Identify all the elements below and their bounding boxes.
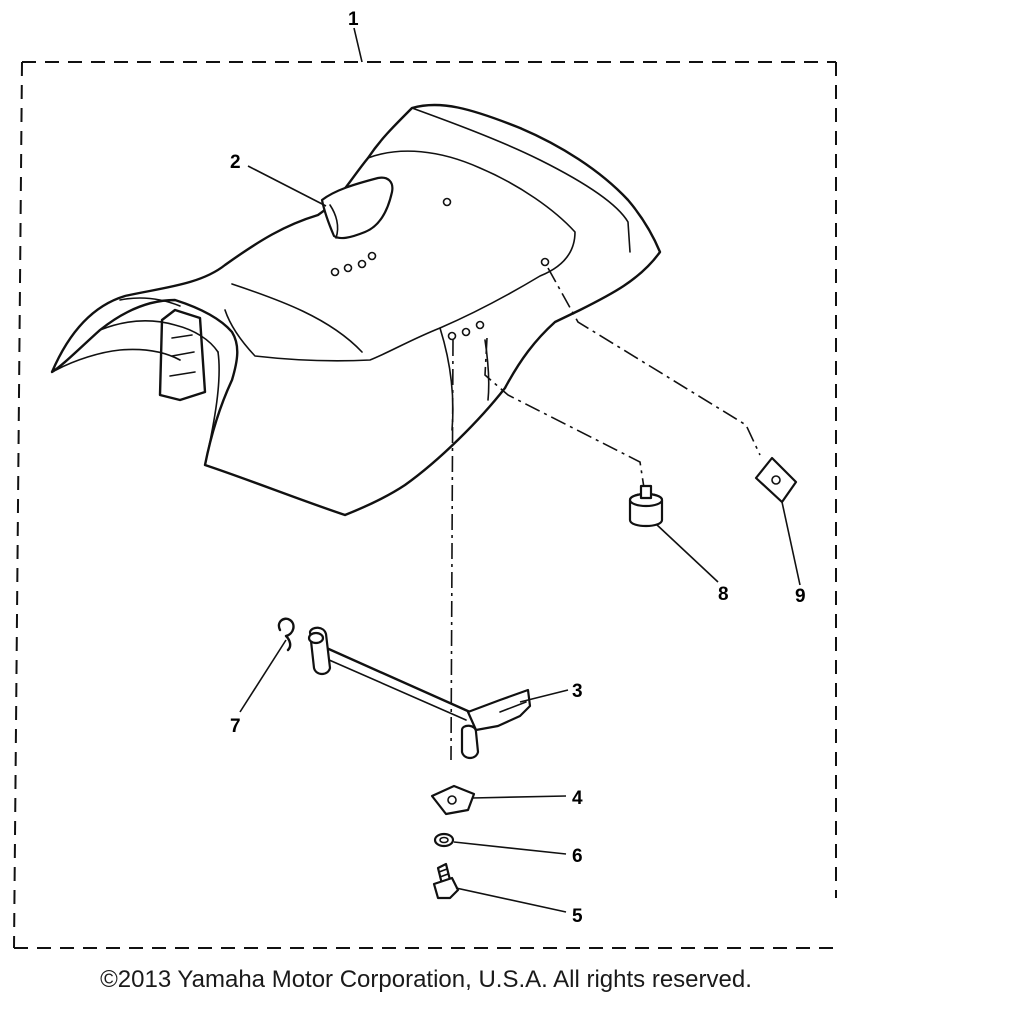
- callout-1: 1: [348, 9, 363, 63]
- svg-text:5: 5: [572, 906, 583, 927]
- callout-9: 9: [781, 501, 806, 607]
- copyright-notice: ©2013 Yamaha Motor Corporation, U.S.A. A…: [100, 966, 752, 993]
- svg-text:1: 1: [348, 9, 359, 30]
- callout-5: 5: [455, 887, 583, 927]
- svg-text:6: 6: [572, 846, 583, 867]
- bolt-part: [432, 862, 460, 900]
- svg-text:9: 9: [795, 586, 806, 607]
- seat-strap-part: [320, 176, 394, 240]
- svg-text:4: 4: [572, 788, 583, 809]
- callout-8: 8: [655, 523, 729, 605]
- svg-text:2: 2: [230, 152, 241, 173]
- svg-text:3: 3: [572, 681, 583, 702]
- seat-part: [50, 103, 662, 517]
- clip-part: [277, 617, 295, 652]
- svg-text:8: 8: [718, 584, 729, 605]
- callout-7: 7: [230, 639, 287, 737]
- bracket-part: [430, 784, 476, 816]
- callout-6: 6: [453, 841, 583, 867]
- assembly-boundary: [13, 61, 837, 949]
- damper-part: [628, 484, 664, 528]
- washer-part: [433, 832, 455, 848]
- callout-3: 3: [519, 681, 583, 703]
- callout-2: 2: [230, 152, 327, 207]
- callout-4: 4: [471, 788, 583, 809]
- nut-clip-part: [754, 456, 798, 504]
- alignment-lines: [450, 267, 761, 761]
- seat-lock-part: [307, 626, 532, 760]
- svg-text:7: 7: [230, 716, 241, 737]
